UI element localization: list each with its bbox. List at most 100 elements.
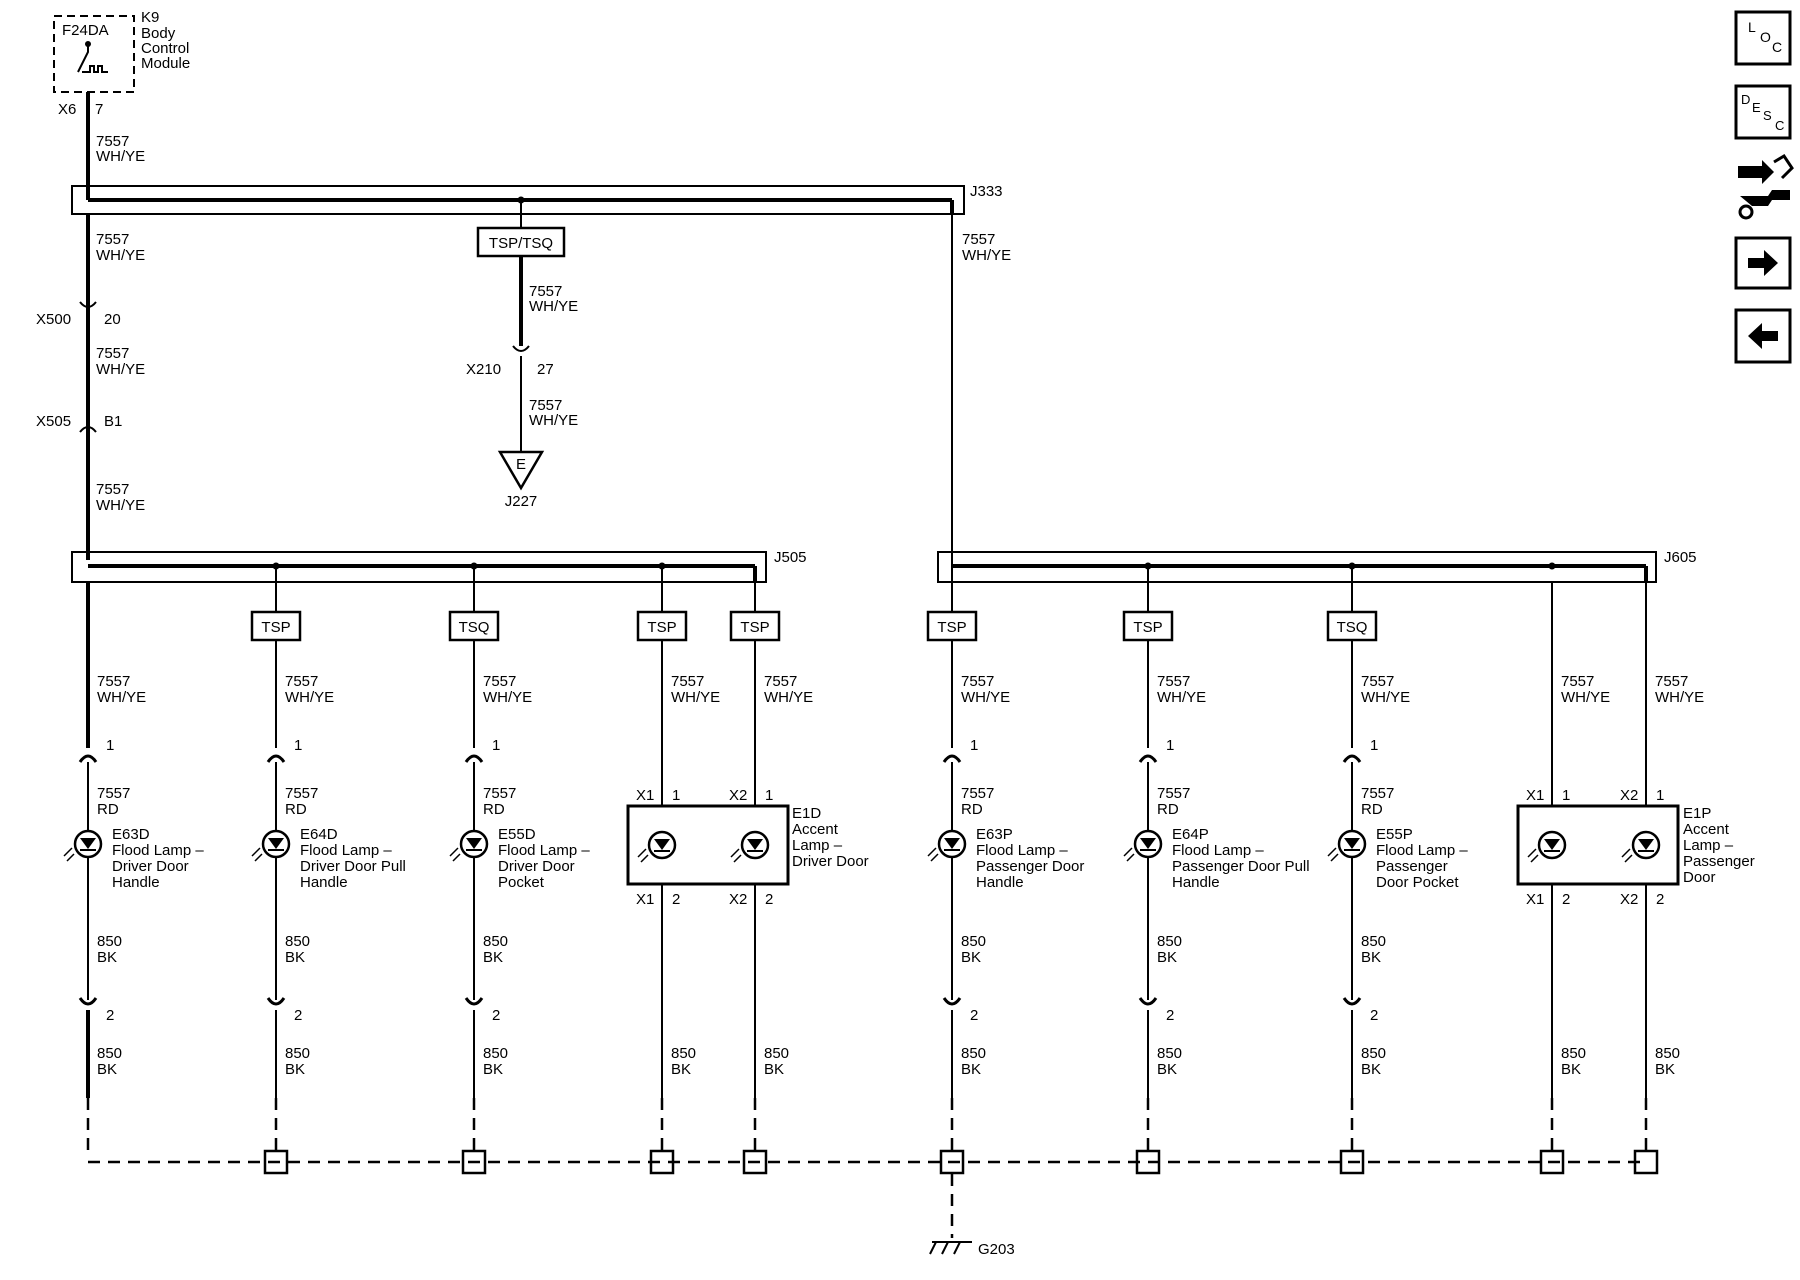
ground-color: BK (1157, 949, 1177, 966)
ground-circuit: 850 (285, 933, 310, 950)
wire-circuit: 7557 (961, 785, 994, 802)
svg-text:7557: 7557 (962, 231, 995, 248)
svg-text:WH/YE: WH/YE (529, 412, 578, 429)
wire-color: WH/YE (1361, 689, 1410, 706)
nav-button-loc[interactable]: L O C (1734, 10, 1792, 66)
lamp-desc: Handle (112, 874, 160, 891)
lamp-icon (1621, 830, 1661, 863)
wire-circuit: 7557 (97, 673, 130, 690)
ground-bus: G203 (88, 1160, 1646, 1258)
lamp-desc: Flood Lamp – (976, 842, 1068, 859)
wire-color: RD (1361, 801, 1383, 818)
svg-text:WH/YE: WH/YE (96, 148, 145, 165)
ground-color: BK (285, 949, 305, 966)
option-box-label: TSP (740, 619, 769, 636)
wire-circuit: 7557 (1361, 785, 1394, 802)
pin-number: 1 (1656, 787, 1664, 804)
wire-circuit: 7557 (671, 673, 704, 690)
wire-color: WH/YE (285, 689, 334, 706)
lamp-desc: Lamp – (792, 837, 843, 854)
lamp-desc: Door (1683, 869, 1716, 886)
ground-circuit: 850 (97, 933, 122, 950)
svg-text:S: S (1763, 108, 1772, 123)
lamp-desc: Driver Door (792, 853, 869, 870)
svg-text:C: C (1772, 39, 1782, 55)
splice-pack-j605: J605 (937, 549, 1697, 583)
svg-text:B1: B1 (104, 413, 122, 430)
ground-circuit: 850 (1561, 1045, 1586, 1062)
lamp-desc: Flood Lamp – (1172, 842, 1264, 859)
svg-text:7557: 7557 (529, 397, 562, 414)
wire-color: WH/YE (97, 689, 146, 706)
right-trunk-wire: 7557 WH/YE (951, 214, 1011, 566)
body-control-module: F24DA K9 Body Control Module X6 7 (53, 9, 190, 118)
svg-text:WH/YE: WH/YE (96, 247, 145, 264)
lamp-icon (730, 830, 770, 863)
module-fuse-id: F24DA (62, 22, 109, 39)
lamp-desc: Handle (1172, 874, 1220, 891)
arrow-right-icon[interactable] (1734, 236, 1792, 290)
lamp-desc: Flood Lamp – (112, 842, 204, 859)
lamp-icon (927, 829, 967, 862)
svg-text:7557: 7557 (96, 481, 129, 498)
module-name-line1: Body (141, 25, 176, 42)
wrench-connector-icon[interactable] (1738, 153, 1794, 220)
connector-id: X2 (1620, 891, 1638, 908)
option-box-label: TSP (261, 619, 290, 636)
lamp-desc: Passenger (1376, 858, 1448, 875)
left-trunk-wire: 7557 WH/YE X500 20 7557 WH/YE X505 B1 75… (36, 214, 145, 560)
splice-j605-label: J605 (1664, 549, 1697, 566)
svg-text:7557: 7557 (529, 283, 562, 300)
ground-color: BK (1157, 1061, 1177, 1078)
svg-text:27: 27 (537, 361, 554, 378)
ground-color: BK (1655, 1061, 1675, 1078)
lamp-ref: E64D (300, 826, 338, 843)
lamp-icon (1527, 830, 1567, 863)
svg-text:D: D (1741, 92, 1750, 107)
lamp-ref: E55P (1376, 826, 1413, 843)
svg-text:WH/YE: WH/YE (96, 497, 145, 514)
nav-button-desc[interactable]: D E S C (1734, 84, 1792, 140)
connector-id: X1 (1526, 787, 1544, 804)
ground-circuit: 850 (97, 1045, 122, 1062)
lamp-icon (449, 829, 489, 862)
connector-id: X1 (636, 891, 654, 908)
svg-text:L: L (1748, 19, 1756, 35)
wire-color: WH/YE (961, 689, 1010, 706)
pin-number: 1 (106, 737, 114, 754)
accent-lamp-housing (626, 804, 790, 886)
lamp-desc: Lamp – (1683, 837, 1734, 854)
pin-number: 2 (1370, 1007, 1378, 1024)
ground-circuit: 850 (483, 933, 508, 950)
option-box-label: TSP (937, 619, 966, 636)
inline-x500: X500 (36, 311, 71, 328)
lamp-icon (251, 829, 291, 862)
ground-circuit: 850 (1157, 933, 1182, 950)
svg-text:WH/YE: WH/YE (529, 298, 578, 315)
arrow-left-icon[interactable] (1734, 308, 1792, 364)
pin-number: 1 (970, 737, 978, 754)
ground-circuit: 850 (961, 933, 986, 950)
wire-circuit: 7557 (764, 673, 797, 690)
option-box-label: TSQ (459, 619, 490, 636)
pin-number: 1 (492, 737, 500, 754)
ground-color: BK (1561, 1061, 1581, 1078)
ground-color: BK (961, 949, 981, 966)
wire-circuit: 7557 (1157, 785, 1190, 802)
pin-number: 2 (765, 891, 773, 908)
wire-color: RD (1157, 801, 1179, 818)
pin-number: 1 (1370, 737, 1378, 754)
lamp-icon (63, 829, 103, 862)
wire-circuit: 7557 (1655, 673, 1688, 690)
tsp-tsq-branch: TSP/TSQ 7557 WH/YE X210 27 7557 WH/YE E … (466, 200, 578, 510)
module-ref: K9 (141, 9, 159, 26)
module-pin: 7 (95, 101, 103, 118)
ground-circuit: 850 (961, 1045, 986, 1062)
option-box-label: TSP (647, 619, 676, 636)
pin-number: 2 (970, 1007, 978, 1024)
